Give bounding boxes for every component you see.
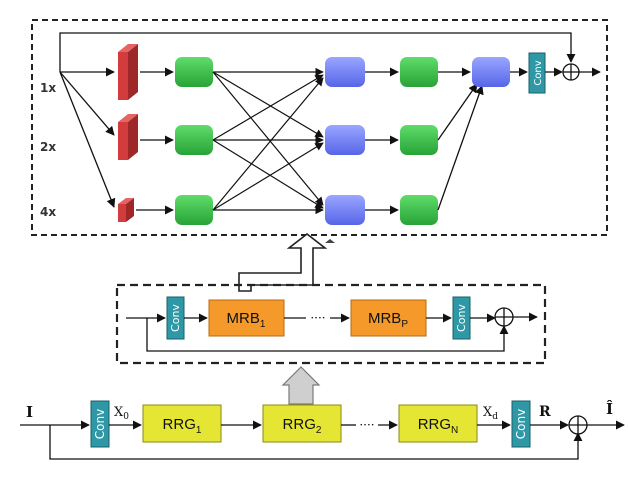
downsample-block-1x	[118, 44, 138, 100]
downsample-block-4x	[118, 198, 134, 222]
main-conv-last-label: Conv	[514, 409, 528, 439]
blue-fuse-block	[472, 57, 510, 87]
output-label: Î	[606, 400, 613, 418]
expand-arrow-mrb	[238, 232, 335, 292]
expand-arrow-rrg	[281, 366, 321, 405]
rrg-detail-block: Conv MRB1 ···· MRBP Conv	[115, 283, 547, 365]
xd-label: Xd	[483, 405, 498, 422]
green-block-r3c1	[175, 195, 213, 225]
x0-label: X0	[114, 405, 129, 422]
main-sum-node	[568, 415, 588, 435]
multi-resolution-block-detail: 1x 2x 4x	[31, 19, 608, 236]
mid-dashed-frame	[115, 283, 547, 365]
branch-arrow-4x	[59, 71, 116, 208]
mrb-p-label: MRBP	[368, 310, 408, 330]
top-skip-connection	[59, 32, 576, 72]
input-label: I	[26, 403, 33, 421]
main-conv-first-label: Conv	[93, 409, 107, 439]
mid-conv-left-label: Conv	[169, 304, 182, 332]
top-dashed-frame	[31, 19, 608, 236]
r-label: R	[539, 404, 551, 420]
top-conv-label: Conv	[533, 60, 544, 85]
arrow-green-r3-fuse	[437, 85, 484, 211]
rrg-2-label: RRG2	[283, 416, 322, 436]
main-conv-first	[90, 400, 110, 448]
blue-block-r2	[325, 125, 365, 155]
branch-arrow-2x	[59, 71, 115, 136]
downsample-block-2x	[118, 114, 138, 160]
scale-label-1x: 1x	[40, 81, 56, 95]
green-block-r2c1	[175, 125, 213, 155]
main-conv-last	[511, 400, 531, 448]
rrg-2-block	[262, 404, 342, 443]
blue-block-r3	[325, 195, 365, 225]
rrg-1-block	[142, 404, 222, 443]
top-sum-node	[562, 63, 580, 81]
green-block-r2c2	[400, 125, 438, 155]
mrb-1-label: MRB1	[227, 310, 266, 330]
mid-skip-connection	[146, 318, 509, 352]
green-block-r3c2	[400, 195, 438, 225]
rrg-n-block	[398, 404, 478, 443]
rrg-1-label: RRG1	[163, 416, 202, 436]
main-dots: ····	[359, 418, 374, 432]
green-block-r1c2	[400, 57, 438, 87]
green-block-r1c1	[175, 57, 213, 87]
rrg-n-label: RRGN	[418, 416, 459, 436]
scale-label-2x: 2x	[40, 140, 56, 154]
arrow-green-r2-fuse	[437, 83, 478, 141]
scale-label-4x: 4x	[40, 205, 56, 219]
mrb-1-block	[208, 299, 285, 337]
mid-sum-node	[494, 307, 514, 327]
top-conv-block	[528, 52, 546, 94]
mid-conv-right-label: Conv	[455, 304, 468, 332]
mid-dots: ····	[310, 311, 325, 325]
blue-block-r1	[325, 57, 365, 87]
main-pipeline: I Conv X0 RRG1 RRG2 ···· RRGN Xd Conv R …	[20, 400, 625, 460]
cross-connections	[212, 67, 324, 215]
main-skip-connection	[49, 425, 583, 460]
